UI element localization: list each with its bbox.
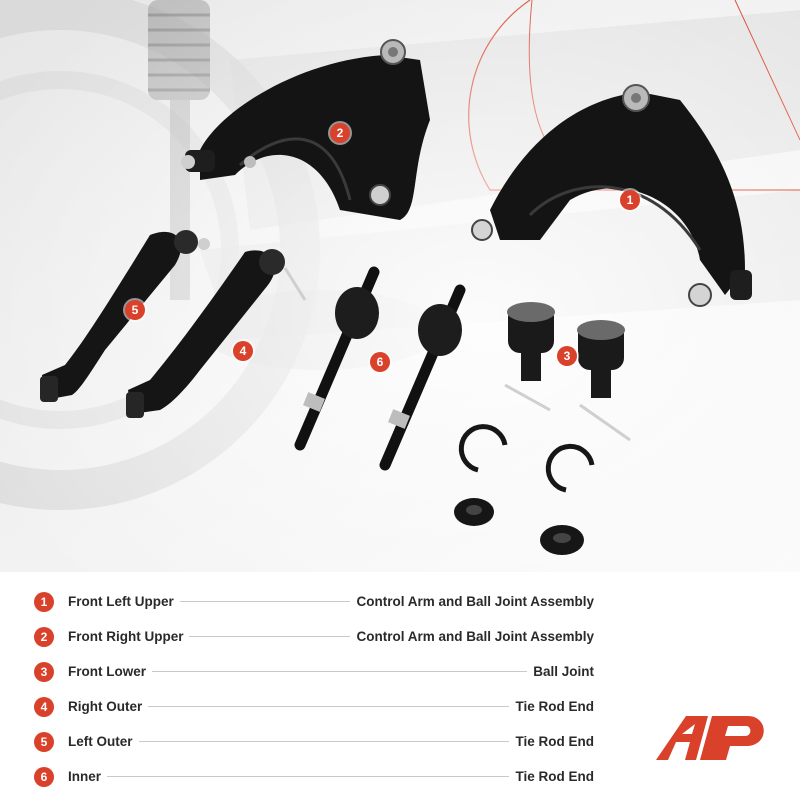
legend-divider [189,636,351,637]
legend-number: 2 [34,626,54,647]
part-upper-control-arm-right [181,39,430,220]
legend-number: 4 [34,696,54,717]
part-upper-control-arm-left [471,84,752,307]
part-tie-rod-end-left-outer [40,230,210,402]
legend-divider [152,671,528,672]
callout-2: 2 [330,123,350,143]
part-inner-tie-rods [294,266,466,471]
legend-part-name: Control Arm and Ball Joint Assembly [356,594,594,609]
legend-row: 1 Front Left Upper Control Arm and Ball … [34,584,594,619]
callout-1: 1 [620,190,640,210]
legend-divider [148,706,510,707]
callout-5: 5 [125,300,145,320]
legend-part-name: Control Arm and Ball Joint Assembly [356,629,594,644]
legend-part-name: Tie Rod End [515,734,594,749]
legend-position: Left Outer [68,734,133,749]
product-photo: 1 2 3 4 5 6 [0,0,800,572]
legend-position: Front Lower [68,664,146,679]
callout-4: 4 [233,341,253,361]
legend-position: Front Right Upper [68,629,184,644]
legend-position: Inner [68,769,102,784]
legend-divider [107,776,510,777]
legend-row: 3 Front Lower Ball Joint [34,654,594,689]
part-ball-joints [504,302,631,442]
legend-number: 5 [34,731,54,752]
legend-divider [138,741,510,742]
legend-row: 2 Front Right Upper Control Arm and Ball… [34,619,594,654]
legend-divider [179,601,351,602]
legend-number: 1 [34,591,54,612]
part-snap-rings-and-boots [454,424,595,555]
callout-3: 3 [557,346,577,366]
part-tie-rod-end-right-outer [126,249,307,418]
parts-legend: 1 Front Left Upper Control Arm and Ball … [34,584,594,794]
legend-row: 6 Inner Tie Rod End [34,759,594,794]
legend-number: 6 [34,766,54,787]
brand-logo-icon [652,708,776,766]
legend-position: Front Left Upper [68,594,174,609]
callout-6: 6 [370,352,390,372]
legend-part-name: Ball Joint [533,664,594,679]
legend-position: Right Outer [68,699,143,714]
legend-row: 5 Left Outer Tie Rod End [34,724,594,759]
legend-number: 3 [34,661,54,682]
legend-part-name: Tie Rod End [515,699,594,714]
legend-part-name: Tie Rod End [515,769,594,784]
legend-row: 4 Right Outer Tie Rod End [34,689,594,724]
